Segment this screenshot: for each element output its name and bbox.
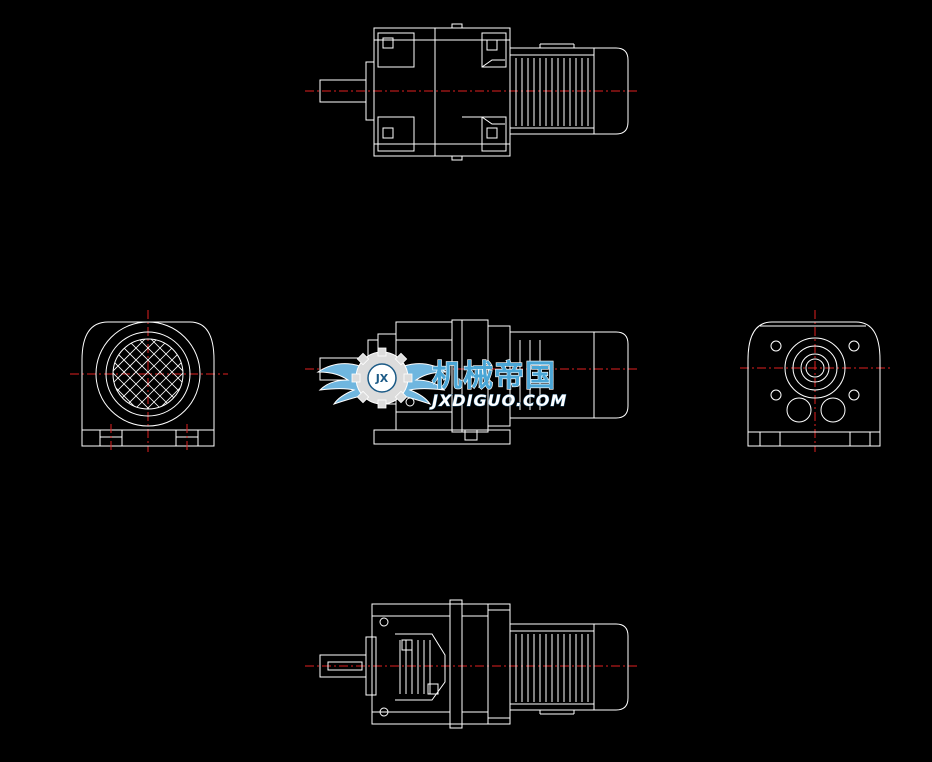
left-view xyxy=(70,310,228,452)
watermark: JX 机械帝国 JXDIGUO.COM xyxy=(316,347,567,410)
logo-jx-text: JX xyxy=(375,372,389,385)
right-view xyxy=(740,310,890,452)
bottom-view xyxy=(305,599,640,729)
motor-fins-bottom xyxy=(515,634,589,702)
hatch-pattern xyxy=(113,339,183,409)
motor-fins xyxy=(515,58,589,126)
top-view xyxy=(305,23,640,161)
gear-logo-icon: JX xyxy=(351,347,413,409)
rib-lines xyxy=(399,640,431,694)
watermark-site-text: JXDIGUO.COM xyxy=(429,391,567,410)
watermark-chinese-text: 机械帝国 xyxy=(432,359,556,394)
